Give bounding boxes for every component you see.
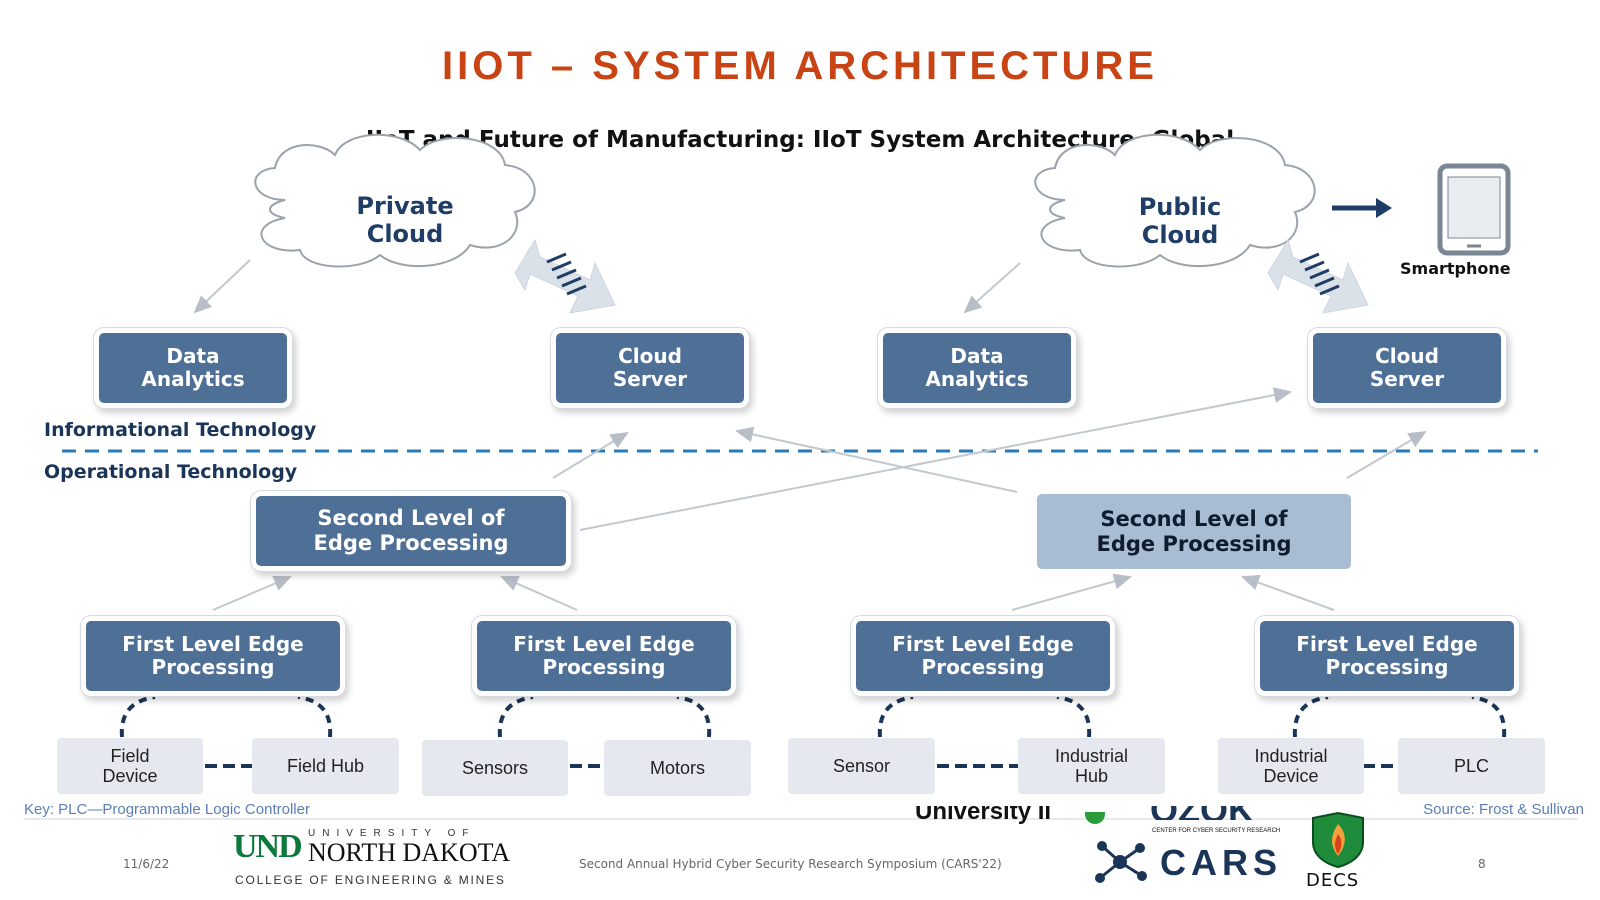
- data-analytics-private: Data Analytics: [99, 333, 287, 403]
- slide-title: IIOT – SYSTEM ARCHITECTURE: [442, 44, 1158, 88]
- first-level-edge-2: First Level Edge Processing: [477, 621, 731, 691]
- cloud-server-private: Cloud Server: [556, 333, 744, 403]
- event-name: Second Annual Hybrid Cyber Security Rese…: [579, 857, 1002, 871]
- ot-layer-label: Operational Technology: [44, 461, 298, 483]
- public-cloud-icon: [1034, 133, 1316, 268]
- shield-partial-icon: [1085, 812, 1105, 824]
- key-note: Key: PLC—Programmable Logic Controller: [24, 801, 310, 818]
- ozok-subtitle: CENTER FOR CYBER SECURITY RESEARCH: [1152, 828, 1281, 834]
- first-level-edge-1: First Level Edge Processing: [86, 621, 340, 691]
- device-field-hub: Field Hub: [252, 738, 399, 794]
- network-icon: [1095, 841, 1147, 883]
- second-level-edge-right: Second Level of Edge Processing: [1037, 494, 1351, 569]
- device-industrial-device: Industrial Device: [1218, 738, 1364, 794]
- it-layer-label: Informational Technology: [44, 419, 317, 441]
- partial-university-text: University II: [915, 806, 1052, 824]
- public-cloud-label: Public Cloud: [1138, 193, 1222, 249]
- second-level-edge-left: Second Level of Edge Processing: [256, 496, 566, 566]
- arrow-to-smartphone: [1332, 198, 1392, 218]
- data-analytics-public: Data Analytics: [883, 333, 1071, 403]
- device-sensor: Sensor: [788, 738, 935, 794]
- smartphone-label: Smartphone: [1400, 259, 1511, 278]
- double-arrow-left: [514, 238, 616, 314]
- und-north-dakota: NORTH DAKOTA: [308, 838, 511, 867]
- und-college: COLLEGE OF ENGINEERING & MINES: [235, 873, 506, 887]
- device-sensors: Sensors: [422, 740, 568, 796]
- device-plc: PLC: [1398, 738, 1545, 794]
- decs-logo-text: DECS: [1306, 870, 1360, 891]
- decs-shield-icon: [1312, 812, 1364, 868]
- ozok-logo: OZOK: [1150, 806, 1254, 820]
- cloud-server-public: Cloud Server: [1313, 333, 1501, 403]
- double-arrow-right: [1267, 238, 1369, 314]
- und-mark: UND: [233, 828, 303, 865]
- device-industrial-hub: Industrial Hub: [1018, 738, 1165, 794]
- first-level-edge-3: First Level Edge Processing: [856, 621, 1110, 691]
- source-note: Source: Frost & Sullivan: [1423, 801, 1584, 818]
- page-number: 8: [1478, 857, 1486, 871]
- cars-logo: CARS: [1160, 842, 1283, 883]
- private-cloud-label: Private Cloud: [356, 192, 454, 248]
- private-cloud-icon: [254, 133, 536, 268]
- und-university-of: UNIVERSITY OF: [308, 828, 476, 839]
- device-motors: Motors: [604, 740, 751, 796]
- und-logo: UND UNIVERSITY OF NORTH DAKOTA COLLEGE O…: [233, 828, 523, 887]
- device-field-device: Field Device: [57, 738, 203, 794]
- first-level-edge-4: First Level Edge Processing: [1260, 621, 1514, 691]
- smartphone-icon: [1437, 163, 1511, 256]
- slide-date: 11/6/22: [123, 857, 170, 871]
